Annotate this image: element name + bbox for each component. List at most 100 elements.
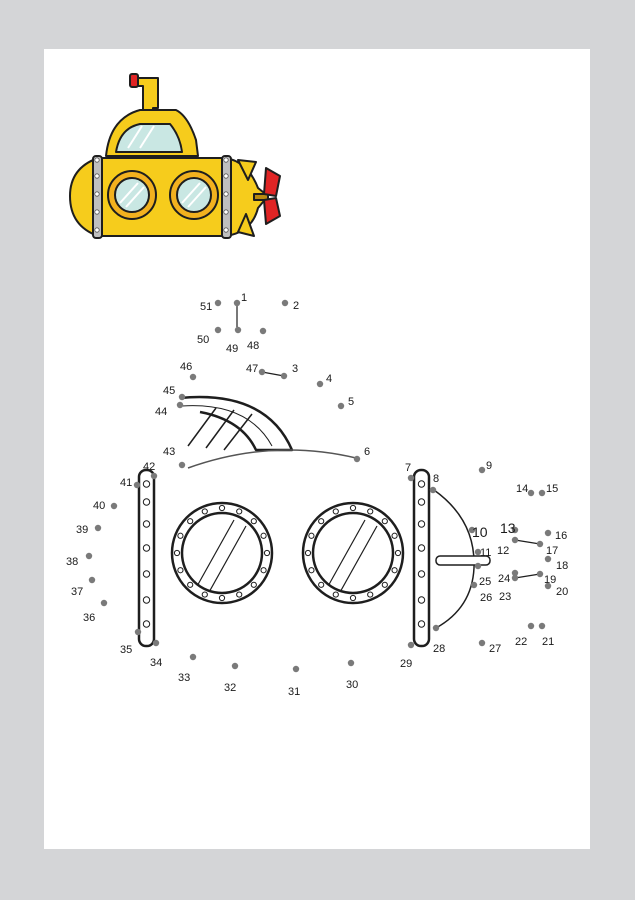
dot-number: 14 [516,483,528,495]
dot-48: 48 [247,327,267,352]
dot-marker [538,622,546,630]
dot-number: 34 [150,657,162,669]
dot-number: 39 [76,524,88,536]
dot-22: 22 [515,622,535,648]
dot-marker [280,372,288,380]
rivet [250,581,257,588]
dot-marker [468,526,476,534]
rivet [391,532,398,539]
rivet [260,532,267,539]
rivet [187,581,194,588]
rivet [417,596,426,604]
dot-marker [527,622,535,630]
submarine-outline-drawing [137,303,541,648]
rivet [318,518,325,525]
dot-number: 51 [200,301,212,313]
dot-number: 21 [542,636,554,648]
dot-14: 14 [516,483,535,497]
rivet [187,518,194,525]
dot-marker [152,639,160,647]
dot-marker [233,299,241,307]
dot-18: 18 [544,555,568,572]
porthole-and-band-rivets [142,480,426,628]
dot-number: 44 [155,406,167,418]
rivet [263,549,271,557]
dot-marker [281,299,289,307]
dot-number: 26 [480,592,492,604]
dot-number: 1 [241,292,247,304]
rivet [417,544,426,552]
rivet [142,498,151,506]
rivet [394,549,402,557]
rivet [223,227,229,233]
dot-marker [316,380,324,388]
dot-marker [176,401,184,409]
dot-23: 23 [499,574,519,603]
rivet [142,544,151,552]
rivet [367,591,374,598]
dot-marker [527,489,535,497]
dot-marker [100,599,108,607]
dot-marker [407,641,415,649]
dot-marker [432,624,440,632]
dot-number: 7 [405,462,411,474]
dot-number: 18 [556,560,568,572]
dot-number: 6 [364,446,370,458]
dot-3: 3 [280,363,298,380]
dot-number: 8 [433,473,439,485]
rivet [308,567,315,574]
yellow-submarine-icon [69,73,281,239]
dot-number: 45 [163,385,175,397]
dot-30: 30 [346,659,358,691]
rivet [223,209,229,215]
dot-number: 40 [93,500,105,512]
dot-35: 35 [120,628,142,656]
rivet [236,508,243,515]
dot-number: 48 [247,340,259,352]
dot-number: 43 [163,446,175,458]
dot-marker [85,552,93,560]
dot-number: 49 [226,343,238,355]
dot-number: 13 [500,520,516,536]
dot-46: 46 [180,361,197,381]
dot-marker [511,574,519,582]
dot-number: 10 [472,524,488,540]
dot-marker [347,659,355,667]
dot-marker [536,540,544,548]
dot-45: 45 [163,385,186,401]
dot-marker [478,639,486,647]
dot-32: 32 [224,662,239,694]
rivet [381,581,388,588]
dot-39: 39 [76,524,102,536]
dot-6: 6 [353,446,370,463]
rivet [94,173,100,179]
dot-number: 2 [293,300,299,312]
dot-marker [292,665,300,673]
dot-number: 30 [346,679,358,691]
rivet [94,157,100,163]
rivet [142,596,151,604]
dot-1: 1 [233,292,247,307]
dot-41: 41 [120,477,141,489]
dot-31: 31 [288,665,300,698]
dot-marker [189,373,197,381]
dot-marker [178,393,186,401]
rivet [417,570,426,578]
rivet [94,227,100,233]
dot-number: 28 [433,643,445,655]
rivet [349,504,357,512]
dot-8: 8 [429,473,439,494]
dot-37: 37 [71,576,96,598]
dot-marker [474,562,482,570]
dot-marker [134,628,142,636]
dot-25: 25 [474,562,491,588]
dot-marker [536,570,544,578]
dot-marker [94,524,102,532]
rivet [201,591,208,598]
rivet [304,549,312,557]
rivet [417,480,426,488]
rivet [391,567,398,574]
dot-number: 5 [348,396,354,408]
dot-number: 36 [83,612,95,624]
